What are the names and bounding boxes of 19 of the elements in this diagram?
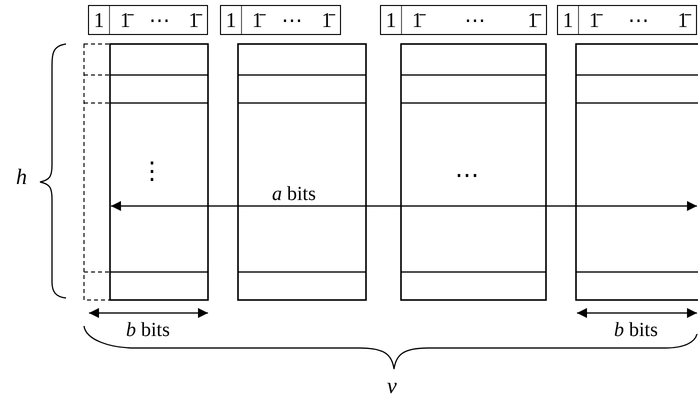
dimension-label: h	[16, 166, 27, 188]
bit-vector-box	[380, 5, 547, 35]
dimension-label: v	[387, 375, 397, 397]
ellipsis: ⋯	[628, 10, 649, 30]
ellipsis: ⋯	[149, 10, 170, 30]
bit-vector-box	[220, 5, 341, 35]
ellipsis: ⋮	[140, 160, 164, 184]
bit-symbol: 1	[562, 10, 574, 30]
bit-symbol: 1	[94, 10, 104, 30]
ellipsis: ⋯	[455, 164, 479, 188]
bit-vector-box	[88, 5, 208, 35]
dimension-label: b bits	[614, 320, 658, 340]
dimension-label: a bits	[272, 184, 316, 204]
bit-vector-box	[557, 5, 697, 35]
ellipsis: ⋯	[282, 10, 302, 30]
bit-symbol: 1	[226, 10, 236, 30]
dimension-label: b bits	[126, 320, 170, 340]
bit-symbol: 1	[386, 10, 396, 30]
ellipsis: ⋯	[464, 10, 486, 30]
